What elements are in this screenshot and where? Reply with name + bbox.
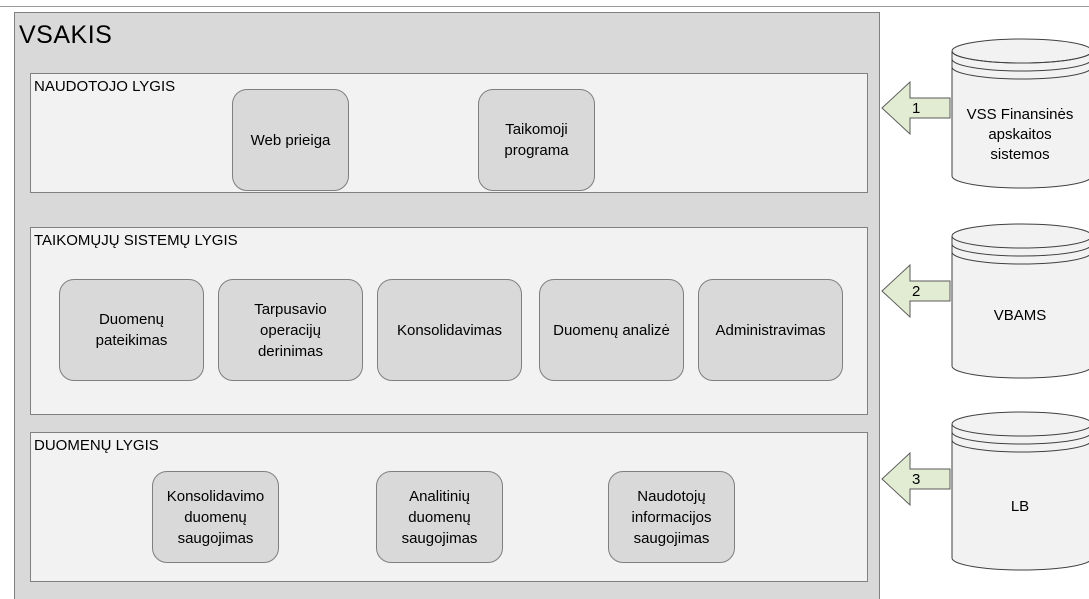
arrow-3 bbox=[881, 451, 951, 507]
taikomoji-programa-box: Taikomoji programa bbox=[478, 89, 595, 191]
konsolidavimo-duomenu-saugojimas-box: Konsolidavimo duomenų saugojimas bbox=[152, 471, 279, 563]
arrow-1-number: 1 bbox=[912, 100, 921, 117]
layer-title: NAUDOTOJO LYGIS bbox=[34, 78, 176, 95]
layer-duomenu: DUOMENŲ LYGIS Konsolidavimo duomenų saug… bbox=[30, 432, 868, 582]
database-cylinder-1 bbox=[951, 38, 1089, 189]
tarpusavio-operaciju-derinimas-box: Tarpusavio operacijų derinimas bbox=[218, 279, 363, 381]
konsolidavimas-box: Konsolidavimas bbox=[377, 279, 522, 381]
web-prieiga-box: Web prieiga bbox=[232, 89, 349, 191]
source-3-label: LB bbox=[1010, 498, 1030, 515]
analitiniu-duomenu-saugojimas-box: Analitinių duomenų saugojimas bbox=[376, 471, 503, 563]
arrow-2-number: 2 bbox=[912, 283, 921, 300]
top-border bbox=[0, 0, 1089, 7]
layer-taikomuju-sistemu: TAIKOMŲJŲ SISTEMŲ LYGIS Duomenų pateikim… bbox=[30, 227, 868, 415]
vsakis-container: VSAKIS NAUDOTOJO LYGIS Web prieiga Taiko… bbox=[14, 12, 880, 599]
arrow-3-number: 3 bbox=[912, 471, 921, 488]
layer-title: DUOMENŲ LYGIS bbox=[34, 437, 159, 454]
arrow-1 bbox=[881, 80, 951, 136]
naudotoju-informacijos-saugojimas-box: Naudotojų informacijos saugojimas bbox=[608, 471, 735, 563]
arrow-2 bbox=[881, 263, 951, 319]
layer-title: TAIKOMŲJŲ SISTEMŲ LYGIS bbox=[34, 232, 238, 249]
administravimas-box: Administravimas bbox=[698, 279, 843, 381]
main-title: VSAKIS bbox=[19, 21, 113, 49]
database-cylinder-2 bbox=[951, 223, 1089, 379]
source-2-label: VBAMS bbox=[993, 307, 1047, 324]
duomenu-analize-box: Duomenų analizė bbox=[539, 279, 684, 381]
database-cylinder-3 bbox=[951, 411, 1089, 571]
source-1-label: VSS Finansinės apskaitos sistemos bbox=[966, 106, 1074, 163]
duomenu-pateikimas-box: Duomenų pateikimas bbox=[59, 279, 204, 381]
layer-naudotojo: NAUDOTOJO LYGIS Web prieiga Taikomoji pr… bbox=[30, 73, 868, 193]
